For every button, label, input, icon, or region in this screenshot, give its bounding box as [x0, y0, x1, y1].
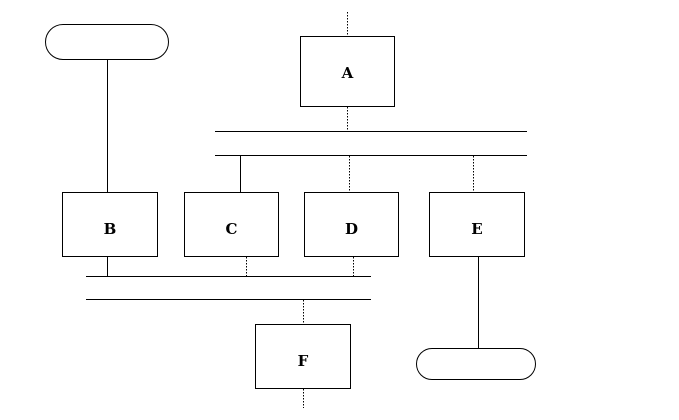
box-b[interactable] — [62, 192, 158, 257]
terminal-bottom-right — [416, 348, 536, 380]
box-a[interactable] — [300, 36, 395, 107]
box-c[interactable] — [184, 192, 279, 257]
box-f[interactable] — [255, 324, 351, 389]
box-f-label: F — [298, 352, 309, 370]
box-d-label: D — [345, 220, 358, 238]
box-a-label: A — [341, 64, 354, 82]
box-e[interactable] — [429, 192, 525, 257]
terminal-top-left — [45, 24, 169, 60]
box-e-label: E — [471, 220, 482, 238]
box-d[interactable] — [304, 192, 399, 257]
box-b-label: B — [104, 220, 117, 238]
box-c-label: C — [226, 220, 238, 238]
